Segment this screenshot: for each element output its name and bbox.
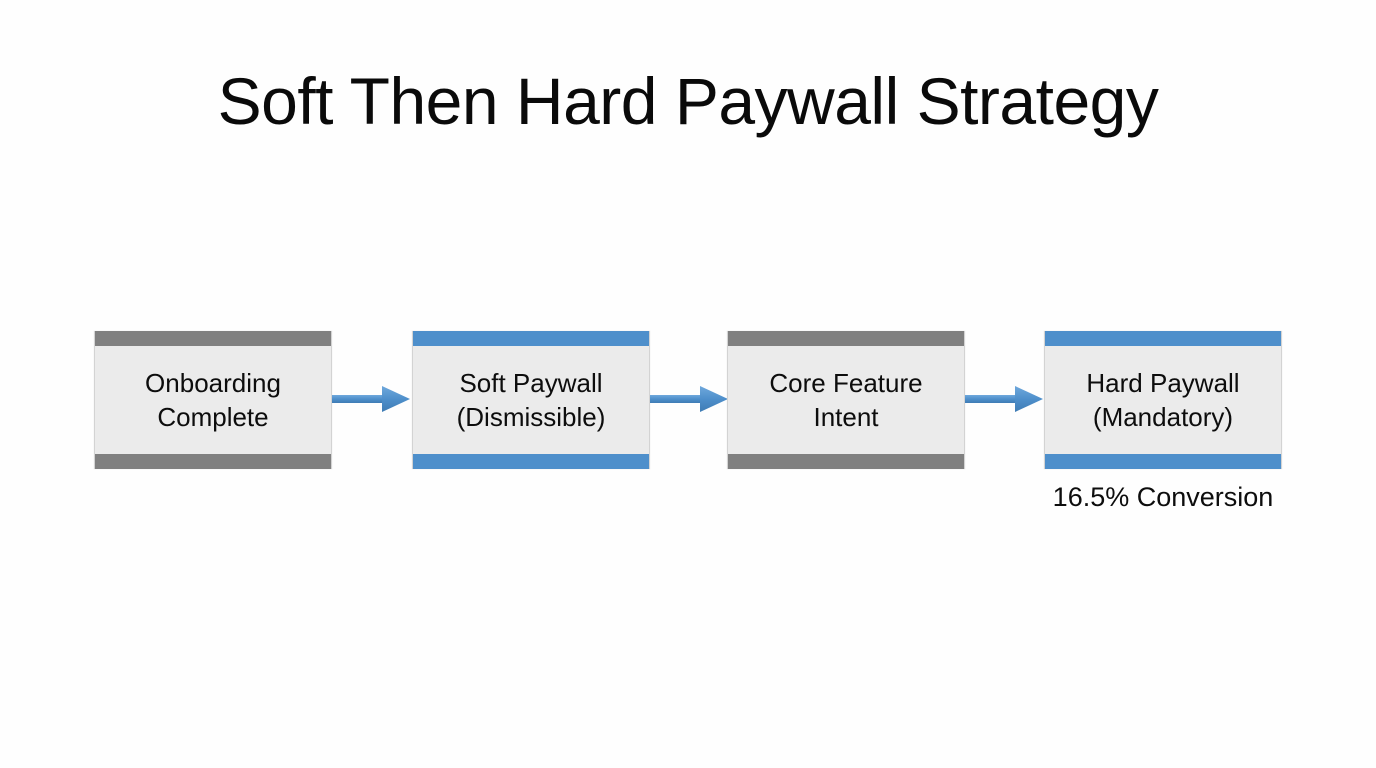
flow-node-label: Core Feature Intent <box>769 367 923 432</box>
flow-node-label: Hard Paywall (Mandatory) <box>1086 367 1240 432</box>
node-accent-bar-top <box>413 331 649 346</box>
flow-node-label: Soft Paywall (Dismissible) <box>456 367 606 432</box>
flow-node-onboarding-complete[interactable]: Onboarding Complete <box>94 331 332 469</box>
node-body: Core Feature Intent <box>728 346 964 454</box>
flow-arrow-icon <box>650 382 730 416</box>
node-accent-bar-bottom <box>728 454 964 469</box>
node-accent-bar-bottom <box>1045 454 1281 469</box>
flow-node-hard-paywall[interactable]: Hard Paywall (Mandatory) <box>1044 331 1282 469</box>
node-accent-bar-top <box>1045 331 1281 346</box>
node-accent-bar-bottom <box>95 454 331 469</box>
conversion-rate-annotation: 16.5% Conversion <box>1052 482 1274 512</box>
flow-arrow-icon <box>965 382 1045 416</box>
node-body: Onboarding Complete <box>95 346 331 454</box>
node-accent-bar-top <box>728 331 964 346</box>
node-accent-bar-top <box>95 331 331 346</box>
process-flow-diagram: Onboarding Complete S <box>94 331 1282 469</box>
node-body: Hard Paywall (Mandatory) <box>1045 346 1281 454</box>
flow-node-soft-paywall[interactable]: Soft Paywall (Dismissible) <box>412 331 650 469</box>
node-body: Soft Paywall (Dismissible) <box>413 346 649 454</box>
flow-node-core-feature-intent[interactable]: Core Feature Intent <box>727 331 965 469</box>
flow-node-label: Onboarding Complete <box>145 367 281 432</box>
node-accent-bar-bottom <box>413 454 649 469</box>
flow-arrow-icon <box>332 382 412 416</box>
page-title: Soft Then Hard Paywall Strategy <box>217 64 1159 138</box>
